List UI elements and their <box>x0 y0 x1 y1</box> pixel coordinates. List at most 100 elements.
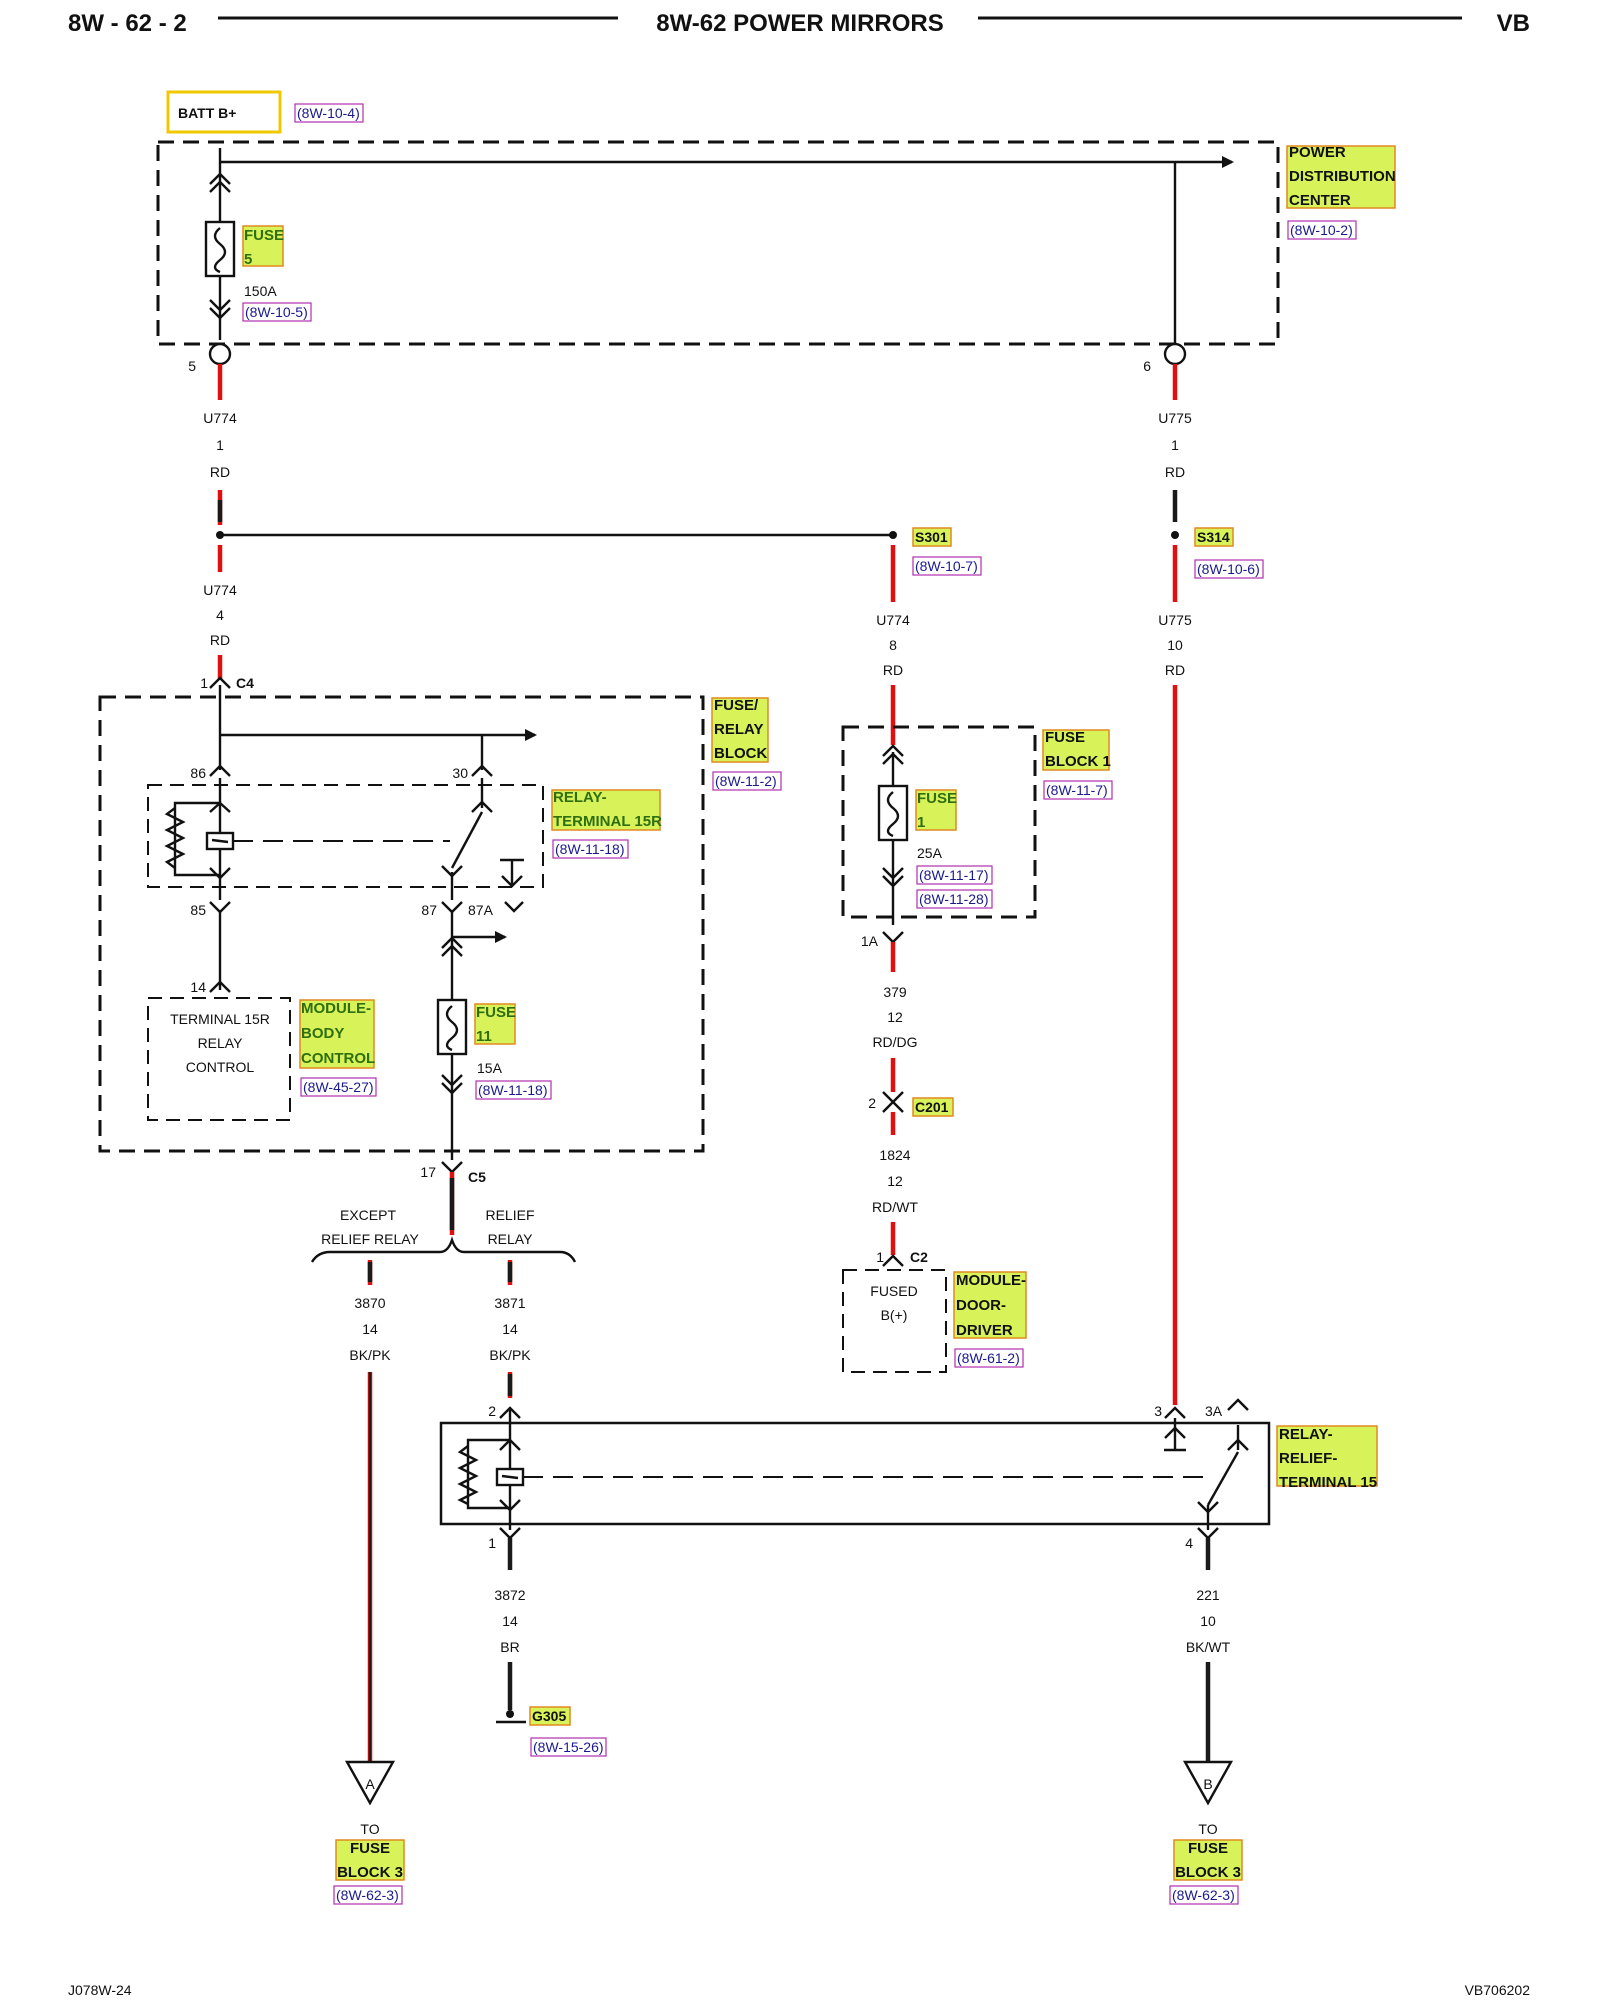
relief-pin-2: 2 <box>488 1403 496 1419</box>
fb1-name-line-1: FUSE <box>1045 729 1085 746</box>
relief-relay-name-line-2: RELIEF- <box>1279 1450 1337 1467</box>
body-control-module: TERMINAL 15R RELAY CONTROL MODULE- BODY … <box>147 997 377 1121</box>
wire-379: 1A 379 12 RD/DG <box>861 931 918 1092</box>
fb1-1a-connector-icon <box>882 931 904 944</box>
ddm-name-line-3: DRIVER <box>956 1322 1013 1339</box>
c4-pin: 1 <box>200 675 208 691</box>
wire-3870: 3870 14 BK/PK <box>349 1260 391 1762</box>
bcm-ref: (8W-45-27) <box>303 1079 374 1095</box>
relay-15r-coil-loop <box>173 801 220 877</box>
bcm-name-line-3: CONTROL <box>301 1050 375 1067</box>
output-a-name-line-2: BLOCK 3 <box>337 1864 403 1881</box>
bcm-pin: 14 <box>190 979 206 995</box>
output-a-letter: A <box>365 1776 375 1792</box>
fb1-enclosure <box>841 725 1037 919</box>
split-left-line-2: RELIEF RELAY <box>321 1231 419 1247</box>
output-a-to: TO <box>360 1821 379 1837</box>
split-right-line-1: RELIEF <box>485 1207 534 1223</box>
c5-label: C5 <box>468 1169 486 1185</box>
fb1-ref: (8W-11-7) <box>1046 782 1108 798</box>
w1824-circuit: 1824 <box>879 1147 910 1163</box>
pdc-fuse-bottom-connector-icon <box>209 299 231 320</box>
u775-s314-gauge: 10 <box>1167 637 1183 653</box>
frb-name-line-2: RELAY <box>714 721 763 738</box>
relay-15r-name-highlight <box>551 789 661 831</box>
fuse11-ref: (8W-11-18) <box>478 1082 548 1098</box>
c5-connector-icon <box>441 1161 463 1174</box>
bcm-enclosure <box>147 997 291 1121</box>
fuse11-ref-frame <box>475 1080 552 1100</box>
c2-pin: 1 <box>876 1249 884 1265</box>
splice-s314: S314 (8W-10-6) <box>1194 527 1264 579</box>
relay-15r-enclosure <box>147 784 544 888</box>
fb1-name-highlight <box>1042 729 1110 771</box>
s314-highlight <box>1194 527 1234 547</box>
pin-30: 30 <box>452 765 468 781</box>
output-b-ref-frame <box>1169 1885 1239 1905</box>
u775-s314-color: RD <box>1165 662 1185 678</box>
w3870-circuit: 3870 <box>354 1295 385 1311</box>
ddm-name-line-2: DOOR- <box>956 1297 1006 1314</box>
relay-15r-contact-top-icon <box>471 800 493 813</box>
s301-label: S301 <box>915 529 948 545</box>
footer-right-code: VB706202 <box>1465 1982 1531 1998</box>
relief-pin-3a: 3A <box>1205 1403 1223 1419</box>
u774-mid-color: RD <box>210 632 230 648</box>
s301-ref-frame <box>912 556 982 576</box>
fuse11-name-line-1: FUSE <box>476 1004 516 1021</box>
w221-gauge: 10 <box>1200 1613 1216 1629</box>
g305-highlight <box>529 1706 571 1726</box>
fuse1-bottom-connector-icon <box>882 867 904 888</box>
wire-3871: 3871 14 BK/PK <box>489 1260 531 1398</box>
pdc-fuse-top-connector-icon <box>209 172 231 193</box>
fb1-name-line-2: BLOCK 1 <box>1045 753 1111 770</box>
u775-s314-wire: U775 10 RD <box>1158 545 1192 1405</box>
fuse1-name-line-2: 1 <box>917 814 925 831</box>
wire-3872: 3872 14 BR G305 (8W-15-26) <box>494 1538 607 1757</box>
u774-mid-gauge: 4 <box>216 607 224 623</box>
relief-pin2-connector-icon <box>499 1406 521 1419</box>
ddm-text-line-1: FUSED <box>870 1283 917 1299</box>
fb1-ref-frame <box>1043 780 1113 800</box>
pdc-fuse-icon <box>204 220 236 278</box>
s314-ref: (8W-10-6) <box>1197 561 1260 577</box>
pdc-enclosure <box>156 140 1280 346</box>
relief-coil-bottom-icon <box>499 1499 521 1512</box>
splice-s301: S301 (8W-10-7) <box>912 527 982 576</box>
c4-connector-icon <box>209 676 231 689</box>
relief-3a-inner-icon <box>1227 1438 1249 1451</box>
output-b-name-highlight <box>1173 1839 1243 1881</box>
g305-ref: (8W-15-26) <box>533 1739 604 1755</box>
pin-85: 85 <box>190 902 206 918</box>
w3872-gauge: 14 <box>502 1613 518 1629</box>
c201-highlight <box>912 1097 954 1117</box>
output-b-triangle-icon <box>1182 1760 1234 1806</box>
output-b-letter: B <box>1203 1776 1212 1792</box>
w3871-color: BK/PK <box>489 1347 531 1363</box>
bcm-name-highlight <box>299 999 375 1069</box>
fuse11-element-icon <box>445 1005 459 1052</box>
pin86-connector-icon <box>209 764 231 777</box>
fuse11-icon <box>436 998 468 1056</box>
fuse1-element-icon <box>886 791 900 838</box>
w3871-circuit: 3871 <box>494 1295 525 1311</box>
fuse11-bottom-connector-icon <box>441 1074 463 1095</box>
u775-top-color: RD <box>1165 464 1185 480</box>
c4-label: C4 <box>236 675 254 691</box>
c201-label: C201 <box>915 1099 949 1115</box>
pdc-name-line-3: CENTER <box>1289 192 1351 209</box>
relay-15r-coil-top-icon <box>209 801 231 813</box>
wire-221: 221 10 BK/WT <box>1186 1538 1231 1762</box>
relay-15r-ref: (8W-11-18) <box>555 841 625 857</box>
relief-coil-loop <box>466 1438 510 1510</box>
output-b-to: TO <box>1198 1821 1217 1837</box>
s301-ref: (8W-10-7) <box>915 558 978 574</box>
fuse11-top-connector-icon <box>441 936 463 957</box>
output-b-name-line-2: BLOCK 3 <box>1175 1864 1241 1881</box>
u774-top-wire: U774 1 RD <box>203 364 237 525</box>
fuse1-name-highlight <box>915 789 957 831</box>
u774-top-color: RD <box>210 464 230 480</box>
c201-pin: 2 <box>868 1095 876 1111</box>
ddm-ref: (8W-61-2) <box>957 1350 1020 1366</box>
